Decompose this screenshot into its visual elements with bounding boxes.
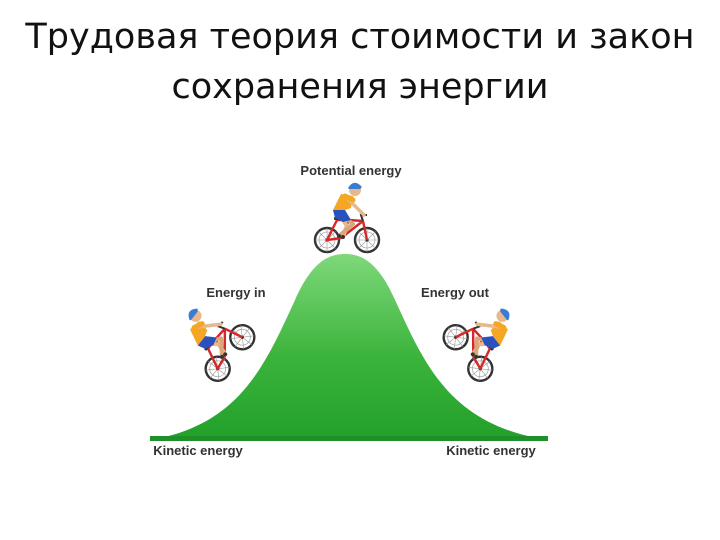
title-line-2: сохранения энергии: [171, 67, 549, 107]
label-potential-energy: Potential energy: [300, 163, 402, 178]
ground-line: [150, 436, 548, 441]
cyclist-top-icon: [315, 183, 379, 252]
title-line-1: Трудовая теория стоимости и закон: [25, 17, 695, 57]
label-kinetic-energy-left: Kinetic energy: [153, 443, 243, 458]
label-energy-out: Energy out: [421, 285, 490, 300]
cyclist-uphill-icon: [165, 293, 259, 386]
hill-shape: [150, 254, 548, 440]
cyclist-downhill-icon: [439, 293, 533, 386]
label-energy-in: Energy in: [206, 285, 265, 300]
slide-title: Трудовая теория стоимости и закон сохран…: [0, 12, 720, 112]
label-kinetic-energy-right: Kinetic energy: [446, 443, 536, 458]
